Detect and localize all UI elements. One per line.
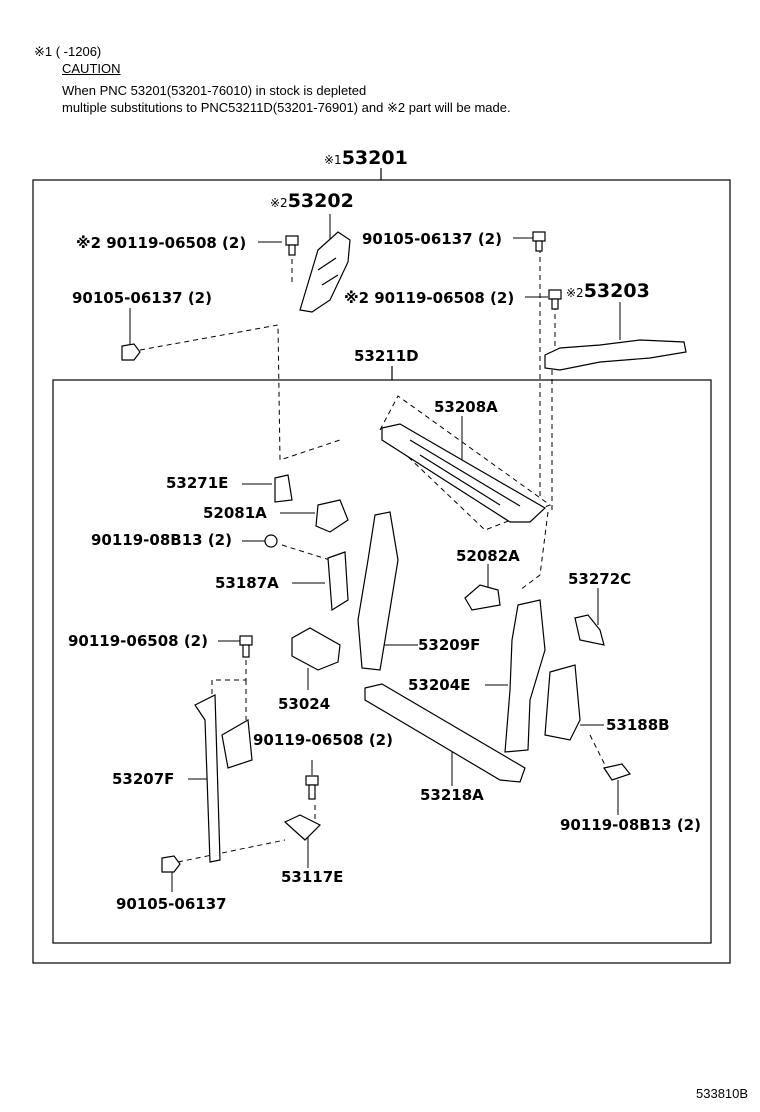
assembly-53211d-label: 53211D <box>354 347 419 365</box>
bolt-sketch <box>285 235 299 256</box>
part-53203-sketch <box>544 339 687 371</box>
part-53218a-label: 53218A <box>420 786 484 804</box>
part-53207f-label: 53207F <box>112 770 175 788</box>
caution-heading: CAUTION <box>62 61 121 76</box>
part-53202-label: ※253202 <box>270 190 354 212</box>
part-53208a-sketch <box>381 423 547 523</box>
part-53218a-sketch <box>364 683 526 783</box>
part-53188b-sketch <box>544 664 581 741</box>
part-52082a-label: 52082A <box>456 547 520 565</box>
bolt-90119-06508-left-label: 90119-06508 (2) <box>68 632 208 650</box>
part-53204e-sketch <box>504 599 546 753</box>
bolt-90119-08b13-right-label: 90119-08B13 (2) <box>560 816 701 834</box>
part-53024-sketch <box>291 627 341 671</box>
part-53187a-sketch <box>327 551 349 612</box>
bolt-90119-06508-mid-label: ※2 90119-06508 (2) <box>344 289 515 307</box>
part-53024-label: 53024 <box>278 695 331 713</box>
bolt-90105-06137-top-label: 90105-06137 (2) <box>362 230 502 248</box>
part-53204e-label: 53204E <box>408 676 471 694</box>
part-53209f-label: 53209F <box>418 636 481 654</box>
caution-line-1: When PNC 53201(53201-76010) in stock is … <box>62 83 367 98</box>
caution-line-2: multiple substitutions to PNC53211D(5320… <box>62 100 511 115</box>
note-applicability: ※1 ( -1206) <box>34 44 102 59</box>
bolt-90105-06137-left-label: 90105-06137 (2) <box>72 289 212 307</box>
part-53187a-label: 53187A <box>215 574 279 592</box>
part-53208a-label: 53208A <box>434 398 498 416</box>
part-53202-sketch <box>299 231 351 313</box>
part-53188b-label: 53188B <box>606 716 670 734</box>
diagram-code: 533810B <box>696 1086 749 1101</box>
bolt-90119-08b13-left-label: 90119-08B13 (2) <box>91 531 232 549</box>
assembly-53211d-frame <box>52 379 712 944</box>
bolt-90119-06508-top-label: ※2 90119-06508 (2) <box>76 234 247 252</box>
bolt-90119-06508-mid-lower-label: 90119-06508 (2) <box>253 731 393 749</box>
part-53203-label: ※253203 <box>566 280 650 302</box>
part-53271e-label: 53271E <box>166 474 229 492</box>
part-53272c-label: 53272C <box>568 570 632 588</box>
part-53117e-label: 53117E <box>281 868 344 886</box>
part-53207f-sketch <box>194 694 221 863</box>
nut-90105-06137-bottom-label: 90105-06137 <box>116 895 227 913</box>
part-53209f-sketch <box>357 511 399 671</box>
assembly-53201-label: ※153201 <box>324 147 408 169</box>
part-52081a-label: 52081A <box>203 504 267 522</box>
